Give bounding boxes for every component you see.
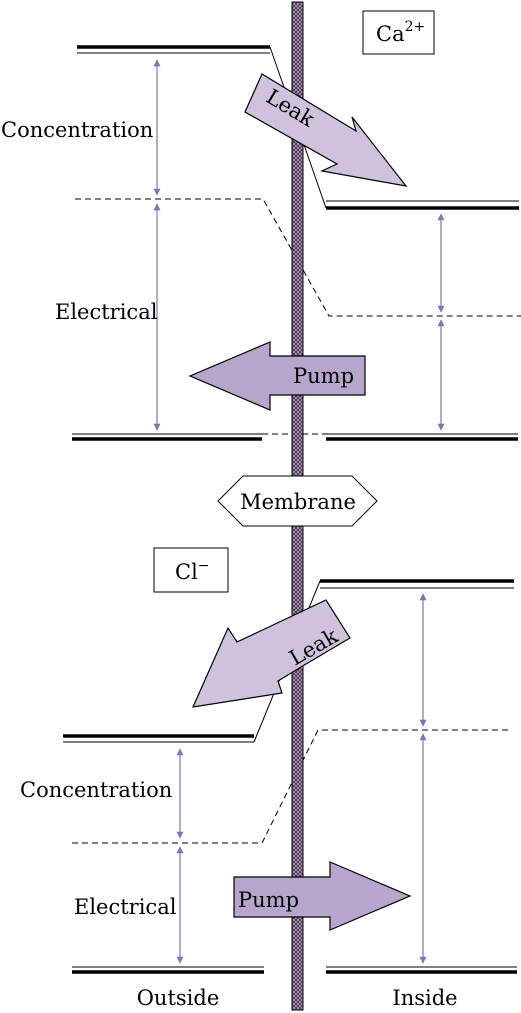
cl-reference-level	[72, 966, 517, 974]
cl-pump-arrow	[233, 861, 412, 931]
ca-reference-level	[72, 433, 518, 441]
cl-electrical-label: Electrical	[74, 895, 177, 919]
outside-label: Outside	[137, 986, 220, 1010]
cl-ion-box	[153, 547, 229, 593]
ca-pump-label: Pump	[293, 364, 354, 388]
ca-outside-level	[77, 45, 270, 54]
cl-dashed-line	[72, 729, 510, 844]
cl-outside-level	[63, 734, 254, 743]
inside-label: Inside	[392, 986, 457, 1010]
cl-leak-arrow	[192, 599, 351, 708]
ca-ion-label: Ca2+	[376, 19, 425, 46]
ca-concentration-label: Concentration	[1, 118, 153, 142]
ca-ion-box	[362, 10, 435, 55]
membrane-label-shape	[217, 475, 378, 527]
cl-ion-label: Cl−	[175, 558, 210, 584]
cl-inside-level	[320, 579, 514, 589]
cl-pump-label: Pump	[238, 888, 299, 912]
cl-concentration-label: Concentration	[20, 778, 172, 802]
ca-pump-arrow	[188, 341, 366, 411]
ca-electrical-label: Electrical	[55, 300, 158, 324]
ca-inside-level	[326, 200, 519, 210]
ca-leak-arrow	[244, 73, 408, 187]
membrane-label: Membrane	[240, 490, 356, 514]
